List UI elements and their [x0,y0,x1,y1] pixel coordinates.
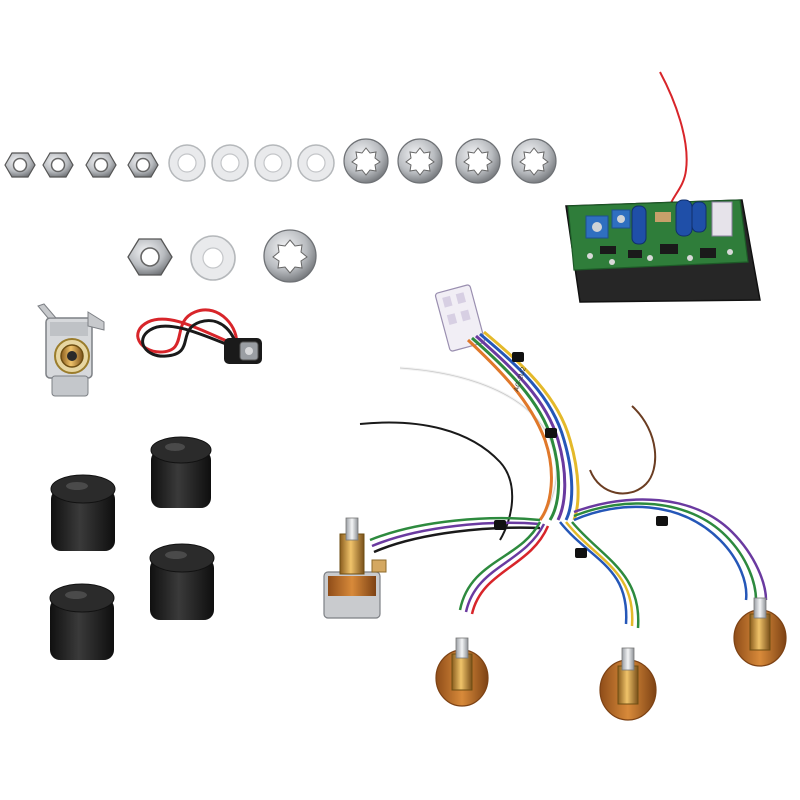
control-knob-icon [49,583,115,660]
hex-nut-icon [127,152,159,178]
star-washer-icon [455,138,501,184]
zip-tie-icon [494,520,506,530]
large-hex-nut-icon [127,238,173,276]
flat-washer-icon [254,144,292,182]
star-washer-icon [397,138,443,184]
control-knob-icon [150,436,212,508]
large-hardware-set [127,229,317,283]
zip-tie-icon [656,516,668,526]
preamp-board [565,71,761,303]
hex-nut-icon [4,152,36,178]
control-knob-icon [50,474,116,551]
battery-clip [136,308,262,364]
large-flat-washer-icon [190,235,236,281]
flat-washer-icon [168,144,206,182]
flat-washer-icon [297,144,335,182]
star-washer-icon [343,138,389,184]
potentiometer-icon [599,647,657,721]
zip-tie-icon [575,548,587,558]
potentiometer-icon [435,637,489,707]
wire-connector [434,284,486,352]
star-lock-washer-row [343,138,557,184]
flat-washer-row [168,144,335,182]
hex-nut-icon [85,152,117,178]
output-jack [37,303,105,397]
hex-nut-icon [42,152,74,178]
potentiometers [323,517,787,721]
zip-tie-icon [545,428,557,438]
potentiometer-icon [733,597,787,667]
large-star-washer-icon [263,229,317,283]
potentiometer-icon [323,517,387,619]
hex-nut-row [4,152,159,178]
control-knobs [49,436,215,660]
control-knob-icon [149,543,215,620]
flat-washer-icon [211,144,249,182]
zip-tie-icon [512,352,524,362]
star-washer-icon [511,138,557,184]
wire-harness: AG-2U2 [359,284,768,629]
